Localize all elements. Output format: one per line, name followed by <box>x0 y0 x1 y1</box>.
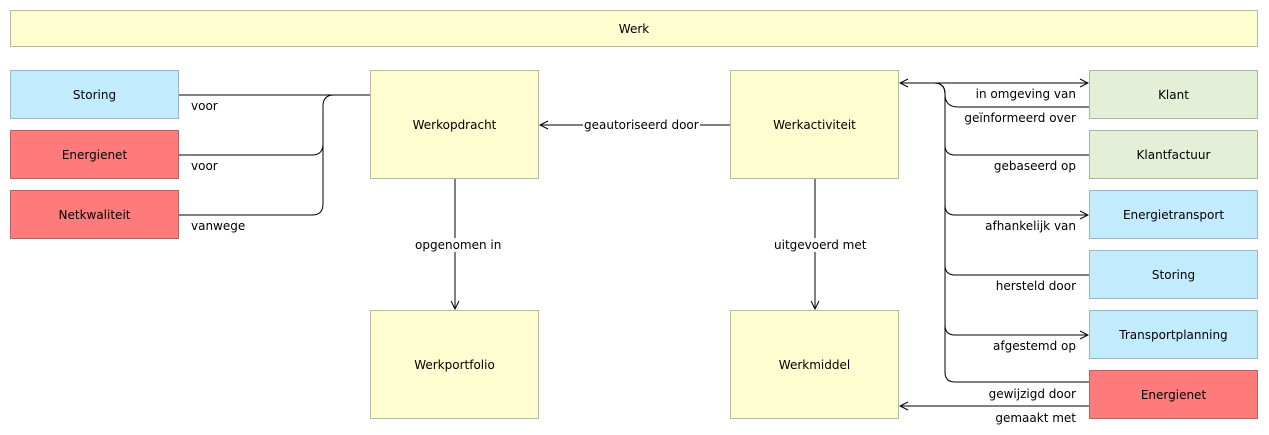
label-vanwege: vanwege <box>191 219 246 233</box>
label-in-omgeving-van: in omgeving van <box>975 87 1076 101</box>
label-geautoriseerd-door: geautoriseerd door <box>583 118 700 132</box>
node-werkopdracht-label: Werkopdracht <box>412 117 497 132</box>
node-storing-left-label: Storing <box>72 87 117 102</box>
node-transportplanning-label: Transportplanning <box>1119 327 1228 342</box>
label-geinformeerd-over: geïnformeerd over <box>964 111 1076 125</box>
label-gemaakt-met: gemaakt met <box>995 411 1076 425</box>
label-gewijzigd-door: gewijzigd door <box>988 387 1076 401</box>
node-energienet-left[interactable]: Energienet <box>10 130 179 179</box>
node-storing-right[interactable]: Storing <box>1089 250 1258 299</box>
node-energienet-left-label: Energienet <box>61 147 128 162</box>
label-hersteld-door: hersteld door <box>995 279 1076 293</box>
node-werkactiviteit[interactable]: Werkactiviteit <box>730 70 899 179</box>
node-energietransport[interactable]: Energietransport <box>1089 190 1258 239</box>
node-klant-label: Klant <box>1158 87 1189 102</box>
line-afhankelijk-van <box>944 204 1088 215</box>
node-energietransport-label: Energietransport <box>1122 207 1225 222</box>
group-werk[interactable]: Werk <box>10 10 1258 47</box>
label-voor-storing: voor <box>191 99 218 113</box>
group-werk-title: Werk <box>618 21 650 36</box>
node-werkmiddel-label: Werkmiddel <box>778 357 851 372</box>
label-gebaseerd-op: gebaseerd op <box>993 159 1076 173</box>
label-uitgevoerd-met: uitgevoerd met <box>773 238 868 252</box>
node-klantfactuur-label: Klantfactuur <box>1136 147 1211 162</box>
line-right-spine <box>933 82 1089 383</box>
node-klantfactuur[interactable]: Klantfactuur <box>1089 130 1258 179</box>
label-voor-energienet: voor <box>191 159 218 173</box>
line-vanwege <box>179 144 324 216</box>
label-opgenomen-in: opgenomen in <box>414 238 503 252</box>
label-afgestemd-op: afgestemd op <box>993 339 1076 353</box>
line-hersteld-door <box>944 264 1089 276</box>
node-werkportfolio[interactable]: Werkportfolio <box>370 310 539 419</box>
line-gebaseerd-op <box>944 144 1089 156</box>
node-storing-right-label: Storing <box>1151 267 1196 282</box>
node-storing-left[interactable]: Storing <box>10 70 179 119</box>
node-transportplanning[interactable]: Transportplanning <box>1089 310 1258 359</box>
label-afhankelijk-van: afhankelijk van <box>985 219 1076 233</box>
node-energienet-right[interactable]: Energienet <box>1089 370 1258 419</box>
node-netkwaliteit[interactable]: Netkwaliteit <box>10 190 179 239</box>
line-afgestemd-op <box>944 324 1088 335</box>
node-energienet-right-label: Energienet <box>1140 387 1207 402</box>
node-klant[interactable]: Klant <box>1089 70 1258 119</box>
node-werkopdracht[interactable]: Werkopdracht <box>370 70 539 179</box>
node-werkactiviteit-label: Werkactiviteit <box>773 117 856 132</box>
node-werkmiddel[interactable]: Werkmiddel <box>730 310 899 419</box>
node-netkwaliteit-label: Netkwaliteit <box>58 207 131 222</box>
node-werkportfolio-label: Werkportfolio <box>414 357 495 372</box>
